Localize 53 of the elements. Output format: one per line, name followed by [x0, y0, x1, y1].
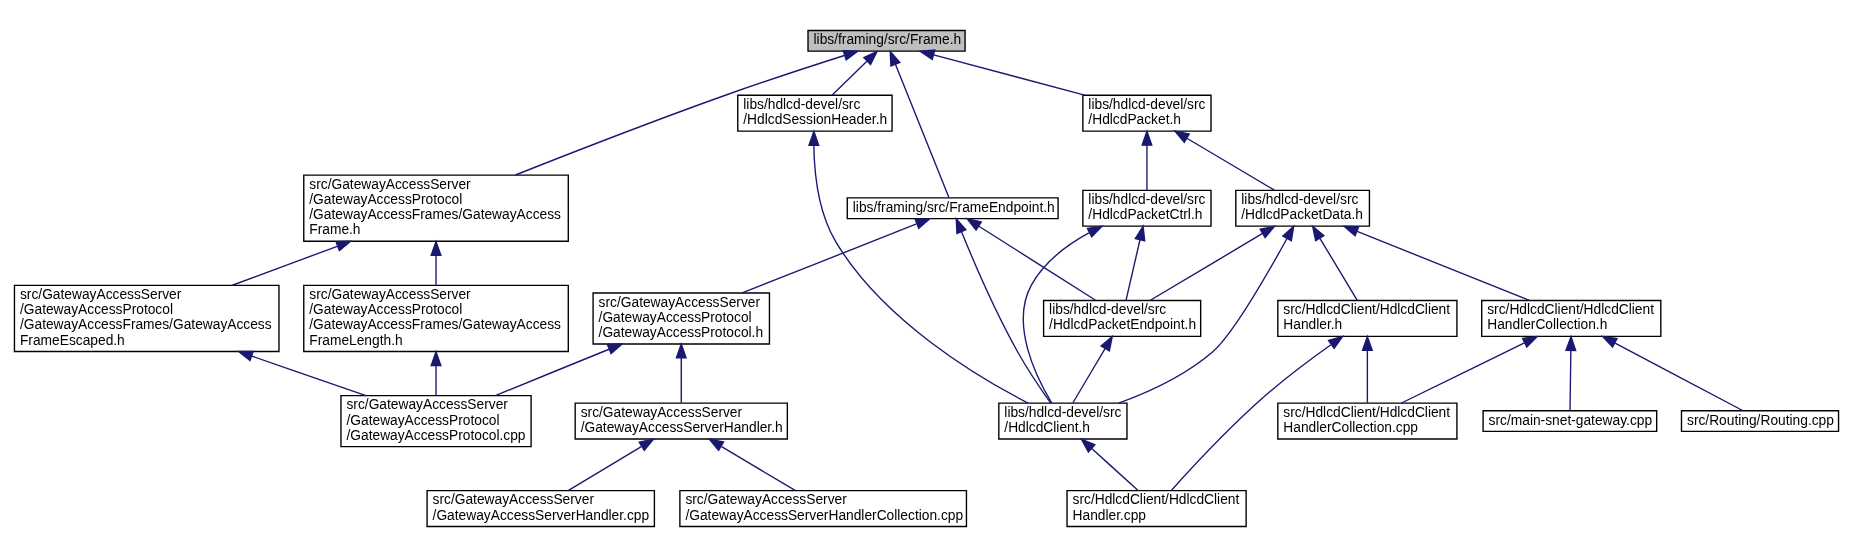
node-box: src/HdlcdClient/HdlcdClient Handler.h	[1277, 299, 1458, 338]
arrow	[567, 438, 656, 492]
arrow	[889, 49, 950, 199]
node-box: src/GatewayAccessServer /GatewayAccessServerHandlerCollection.cpp	[679, 490, 968, 528]
node-box: src/GatewayAccessServer /GatewayAccessServerHandler.cpp	[426, 490, 656, 528]
arrow	[965, 217, 1097, 302]
arrow	[236, 350, 367, 397]
node-box: src/GatewayAccessServer /GatewayAccessProtocol /GatewayAccessProtocol.cpp	[340, 394, 532, 448]
node-box: libs/hdlcd-devel/src /HdlcdPacketCtrl.h	[1082, 189, 1212, 227]
node-box: src/Routing/Routing.cpp	[1680, 410, 1840, 433]
arrow	[494, 343, 624, 397]
node-box: libs/hdlcd-devel/src /HdlcdSessionHeader.h	[737, 94, 893, 132]
node-box: libs/framing/src/FrameEndpoint.h	[846, 197, 1059, 220]
arrow	[1125, 224, 1146, 301]
node-box: libs/framing/src/Frame.h	[807, 29, 966, 52]
arrow	[430, 239, 442, 286]
arrow	[1565, 334, 1577, 412]
arrow	[1141, 129, 1153, 191]
arrow	[231, 240, 353, 286]
node-box: libs/hdlcd-devel/src /HdlcdPacketEndpoint.h	[1042, 299, 1202, 338]
arrow	[741, 217, 932, 294]
arrow	[1170, 335, 1345, 492]
arrow	[1400, 335, 1539, 404]
arrow	[1600, 335, 1744, 412]
node-box: src/GatewayAccessServer /GatewayAccessProtocol /GatewayAccessProtocol.h	[592, 292, 771, 345]
arrow	[1173, 130, 1276, 191]
node-box: libs/hdlcd-devel/src /HdlcdPacketData.h	[1235, 189, 1371, 227]
node-box: src/GatewayAccessServer /GatewayAccessProtocol /GatewayAccessFrames/GatewayAccess FrameLength.h	[303, 284, 569, 353]
arrow	[675, 341, 688, 404]
arrow	[707, 438, 796, 492]
node-box: libs/hdlcd-devel/src /HdlcdPacket.h	[1082, 94, 1212, 132]
node-box: src/main-snet-gateway.cpp	[1482, 410, 1658, 433]
arrow	[1022, 225, 1104, 404]
arrow	[1079, 437, 1139, 492]
node-box: src/GatewayAccessServer /GatewayAccessServerHandler.h	[574, 402, 789, 440]
node-box: src/HdlcdClient/HdlcdClient HandlerCollection.h	[1481, 299, 1662, 338]
node-box: src/GatewayAccessServer /GatewayAccessProtocol /GatewayAccessFrames/GatewayAccess Frame.h	[303, 174, 569, 242]
node-box: src/GatewayAccessServer /GatewayAccessProtocol /GatewayAccessFrames/GatewayAccess FrameEscaped.h	[13, 284, 280, 353]
node-box: libs/hdlcd-devel/src /HdlcdClient.h	[998, 402, 1128, 440]
arrow	[1149, 225, 1277, 302]
arrow	[808, 129, 1029, 404]
arrow	[1311, 224, 1358, 301]
arrow	[918, 49, 1086, 96]
node-box: src/HdlcdClient/HdlcdClient HandlerCollection.cpp	[1277, 402, 1458, 440]
arrow	[1072, 334, 1114, 404]
arrow	[430, 349, 442, 397]
arrow	[1342, 225, 1531, 302]
arrow	[955, 216, 1052, 404]
arrow	[831, 50, 879, 96]
arrow	[1361, 334, 1374, 404]
node-box: src/HdlcdClient/HdlcdClient Handler.cpp	[1066, 490, 1247, 528]
arrow	[514, 50, 860, 176]
arrow	[1118, 224, 1295, 404]
